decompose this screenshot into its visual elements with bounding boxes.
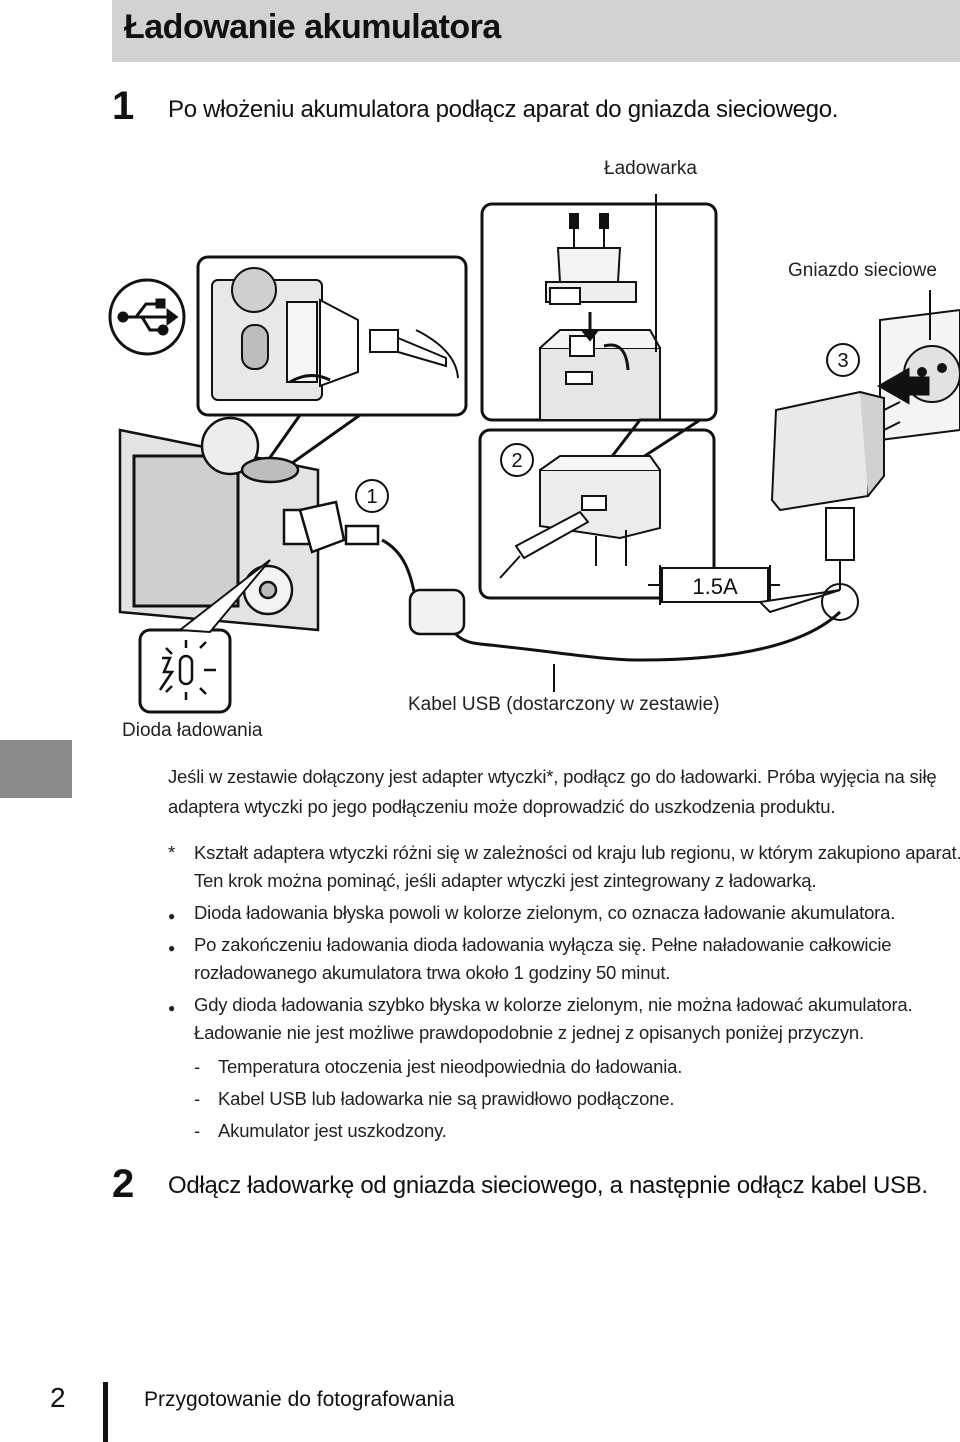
plug-adapter-illustration bbox=[545, 213, 637, 305]
bullet-2-line-2: rozładowanego akumulatora trwa około 1 g… bbox=[194, 962, 671, 983]
sub-2-dash: - bbox=[194, 1088, 200, 1109]
marker-2-text: 2 bbox=[511, 450, 522, 472]
charge-led-pointer bbox=[177, 559, 271, 634]
rating-zoom-circle bbox=[821, 583, 859, 621]
step-2-text: Odłącz ładowarkę od gniazda sieciowego, … bbox=[168, 1172, 928, 1199]
marker-2-circle bbox=[500, 443, 534, 477]
sub-1-dash: - bbox=[194, 1056, 200, 1077]
bullet-1-dot: ● bbox=[168, 909, 176, 923]
step-1-text: Po włożeniu akumulatora podłącz aparat d… bbox=[168, 96, 839, 123]
usb-symbol-icon bbox=[108, 278, 186, 356]
marker-3-text: 3 bbox=[837, 350, 848, 372]
insert-arrow bbox=[876, 367, 930, 405]
usb-glyph bbox=[117, 298, 179, 336]
bullet-3-line-2: Ładowanie nie jest możliwe prawdopodobni… bbox=[194, 1022, 864, 1043]
sub-2-text: Kabel USB lub ładowarka nie są prawidłow… bbox=[218, 1088, 675, 1109]
bullet-3-dot: ● bbox=[168, 1001, 176, 1015]
step-1-number: 1 bbox=[112, 84, 135, 128]
bullet-3-line-1: Gdy dioda ładowania szybko błyska w kolo… bbox=[194, 994, 913, 1015]
usb-cable-label: Kabel USB (dostarczony w zestawie) bbox=[408, 694, 720, 715]
sub-3-text: Akumulator jest uszkodzony. bbox=[218, 1120, 447, 1141]
marker-3-circle bbox=[826, 343, 860, 377]
camera-closeup-illustration bbox=[211, 267, 459, 401]
rating-box bbox=[661, 567, 769, 603]
chapter-tab bbox=[0, 740, 72, 798]
sub-3-dash: - bbox=[194, 1120, 200, 1141]
header-bar bbox=[112, 0, 960, 62]
page-title: Ładowanie akumulatora bbox=[124, 8, 501, 46]
rating-text: 1.5A bbox=[692, 574, 738, 599]
charge-led-icon bbox=[158, 640, 216, 700]
footnote-line-2: Ten krok można pominąć, jeśli adapter wt… bbox=[194, 870, 817, 891]
sub-1-text: Temperatura otoczenia jest nieodpowiedni… bbox=[218, 1056, 683, 1077]
bullet-2-dot: ● bbox=[168, 941, 176, 955]
bullet-1-text: Dioda ładowania błyska powoli w kolorze … bbox=[194, 902, 896, 923]
charger-body-illustration bbox=[539, 312, 661, 421]
section-name: Przygotowanie do fotografowania bbox=[144, 1388, 455, 1411]
footnote-mark: * bbox=[168, 842, 175, 863]
charger-with-cable-illustration bbox=[499, 455, 661, 579]
ferrite-core bbox=[408, 588, 466, 636]
footnote-line-1: Kształt adaptera wtyczki różni się w zal… bbox=[194, 842, 960, 863]
charge-led-label: Dioda ładowania bbox=[122, 720, 263, 741]
rating-pointer bbox=[757, 589, 841, 614]
marker-1-text: 1 bbox=[366, 486, 377, 508]
wall-outlet-illustration bbox=[879, 308, 960, 442]
step-2-number: 2 bbox=[112, 1162, 135, 1206]
charger-plugged-illustration bbox=[770, 390, 901, 590]
charger-cable-box bbox=[478, 428, 716, 600]
intro-line-1: Jeśli w zestawie dołączony jest adapter … bbox=[168, 766, 937, 787]
page-number: 2 bbox=[50, 1382, 66, 1413]
outlet-label: Gniazdo sieciowe bbox=[788, 260, 937, 281]
camera-body-illustration bbox=[118, 416, 380, 632]
charger-label: Ładowarka bbox=[604, 158, 697, 179]
marker-1-circle bbox=[355, 479, 389, 513]
intro-line-2: adaptera wtyczki po jego podłączeniu moż… bbox=[168, 796, 836, 817]
bullet-2-line-1: Po zakończeniu ładowania dioda ładowania… bbox=[194, 934, 892, 955]
charging-diagram: 1.5A 1 2 3 bbox=[108, 194, 960, 714]
footer-divider bbox=[103, 1382, 108, 1442]
